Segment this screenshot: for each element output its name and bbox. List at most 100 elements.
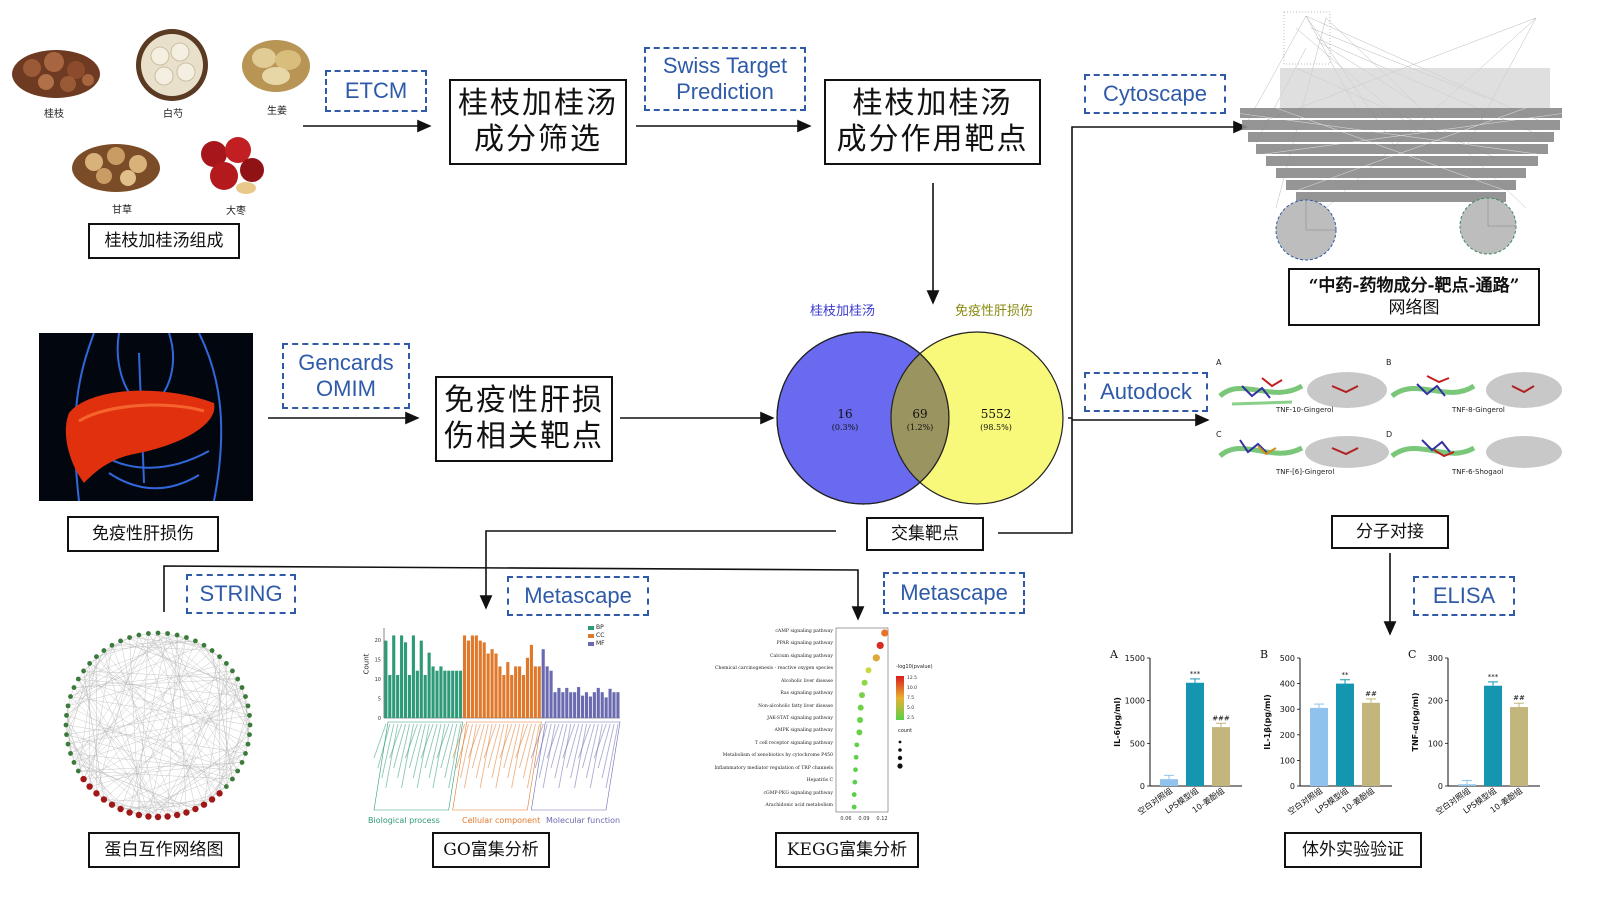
go-bar <box>396 675 400 718</box>
ppi-edge <box>83 670 220 794</box>
venn-overlap-count: 69 <box>912 407 928 421</box>
ppi-node <box>243 751 248 756</box>
go-bar <box>557 687 561 718</box>
docking-letter-a: A <box>1216 358 1222 367</box>
ppi-node <box>247 732 252 738</box>
ppi-edge <box>148 633 243 763</box>
go-category-bp: Biological process <box>368 816 440 825</box>
elisa-y-label: IL-1β(pg/ml) <box>1263 694 1272 749</box>
go-bar <box>565 687 569 718</box>
ppi-edge <box>70 656 220 754</box>
go-bar <box>478 640 482 718</box>
kegg-pathway-label: Hepatitis C <box>806 778 833 784</box>
screening-line-2: 成分筛选 <box>474 122 602 157</box>
ppi-edge <box>176 634 187 813</box>
ppi-edge <box>129 637 205 646</box>
targets-line-2: 成分作用靶点 <box>836 122 1029 157</box>
elisa-y-tick: 1000 <box>1125 697 1145 706</box>
go-bar <box>400 635 404 718</box>
ppi-edge <box>73 762 196 810</box>
ppi-edge <box>203 663 227 805</box>
ppi-edge <box>83 670 105 800</box>
herb-label-gancao: 甘草 <box>112 205 132 216</box>
go-bar <box>403 642 408 718</box>
ppi-edge <box>219 770 238 794</box>
ppi-edge <box>78 762 243 772</box>
go-bar <box>474 635 478 718</box>
go-bar <box>384 640 388 718</box>
go-bar <box>514 666 518 718</box>
ppi-edge <box>96 634 178 657</box>
docking-caption-b: TNF-8-Gingerol <box>1452 406 1505 414</box>
kegg-count-dot <box>898 748 902 752</box>
ppi-node <box>127 635 132 640</box>
ppi-edge <box>111 645 178 816</box>
elisa-tool-label: ELISA <box>1413 576 1515 616</box>
go-bar <box>549 670 553 718</box>
elisa-bar <box>1484 685 1502 786</box>
ppi-node <box>68 751 73 756</box>
go-legend-swatch <box>588 626 594 630</box>
go-y-tick: 0 <box>378 716 381 722</box>
go-bar <box>537 666 541 718</box>
go-bar <box>596 687 600 718</box>
kegg-legend-value: 7.5 <box>907 695 914 701</box>
ppi-edge <box>129 637 246 754</box>
kegg-legend-value: 10.0 <box>907 685 917 691</box>
kegg-color-scale <box>896 676 904 720</box>
go-bar <box>388 675 392 718</box>
ppi-edge <box>203 645 250 716</box>
metascape-kegg-tool-label: Metascape <box>883 572 1025 614</box>
go-y-tick: 5 <box>378 696 381 702</box>
ppi-node <box>135 811 143 819</box>
go-bar <box>612 692 616 718</box>
ppi-node <box>235 676 241 682</box>
elisa-significance: *** <box>1190 670 1201 678</box>
elisa-y-tick: 200 <box>1280 731 1295 740</box>
kegg-pathway-label: Chemical carcinogenesis - reactive oxyge… <box>714 666 833 672</box>
ppi-edge <box>211 715 250 800</box>
venn-right-title: 免疫性肝损伤 <box>955 304 1034 319</box>
ppi-node <box>63 722 69 728</box>
go-bar <box>577 687 581 718</box>
kegg-pathway-label: T cell receptor signaling pathway <box>754 740 833 746</box>
kegg-pathway-label: cAMP signaling pathway <box>775 629 833 634</box>
swiss-target-tool-label: Swiss Target Prediction <box>644 47 806 111</box>
cytoscape-tool-label: Cytoscape <box>1084 74 1226 114</box>
go-bar <box>616 692 620 718</box>
screening-box: 桂枝加桂汤 成分筛选 <box>449 79 627 165</box>
ppi-edge <box>211 724 251 800</box>
ppi-node <box>81 668 86 674</box>
ppi-node <box>145 631 151 636</box>
ppi-edge <box>73 678 238 688</box>
elisa-y-tick: 100 <box>1280 756 1295 765</box>
ppi-node <box>65 703 71 709</box>
kegg-count-dot <box>897 763 903 769</box>
ppi-edge <box>120 640 159 818</box>
go-bar <box>439 666 443 718</box>
ppi-edge <box>66 650 105 735</box>
elisa-significance: ## <box>1513 694 1525 702</box>
elisa-panel-letter: A <box>1109 648 1119 661</box>
ppi-node <box>165 631 171 636</box>
ppi-edge <box>70 696 251 726</box>
go-bar <box>521 675 526 718</box>
ppi-edge <box>195 724 251 810</box>
elisa-y-tick: 500 <box>1280 654 1295 663</box>
elisa-panel-letter: B <box>1260 648 1268 661</box>
ppi-edge <box>67 743 187 813</box>
network-line-2: 网络图 <box>1388 298 1440 318</box>
elisa-y-tick: 1500 <box>1125 654 1145 663</box>
ppi-edge <box>70 753 178 816</box>
go-bar <box>584 692 589 718</box>
go-bar <box>573 692 577 718</box>
go-bar <box>561 692 565 718</box>
kegg-pathway-label: cGMP-PKG signaling pathway <box>763 790 833 796</box>
ppi-edge <box>219 656 251 726</box>
ppi-edge <box>66 734 113 805</box>
kegg-legend-value: 2.5 <box>907 715 914 721</box>
ppi-node <box>65 741 71 747</box>
go-bar <box>608 688 612 718</box>
ppi-edge <box>70 753 130 813</box>
